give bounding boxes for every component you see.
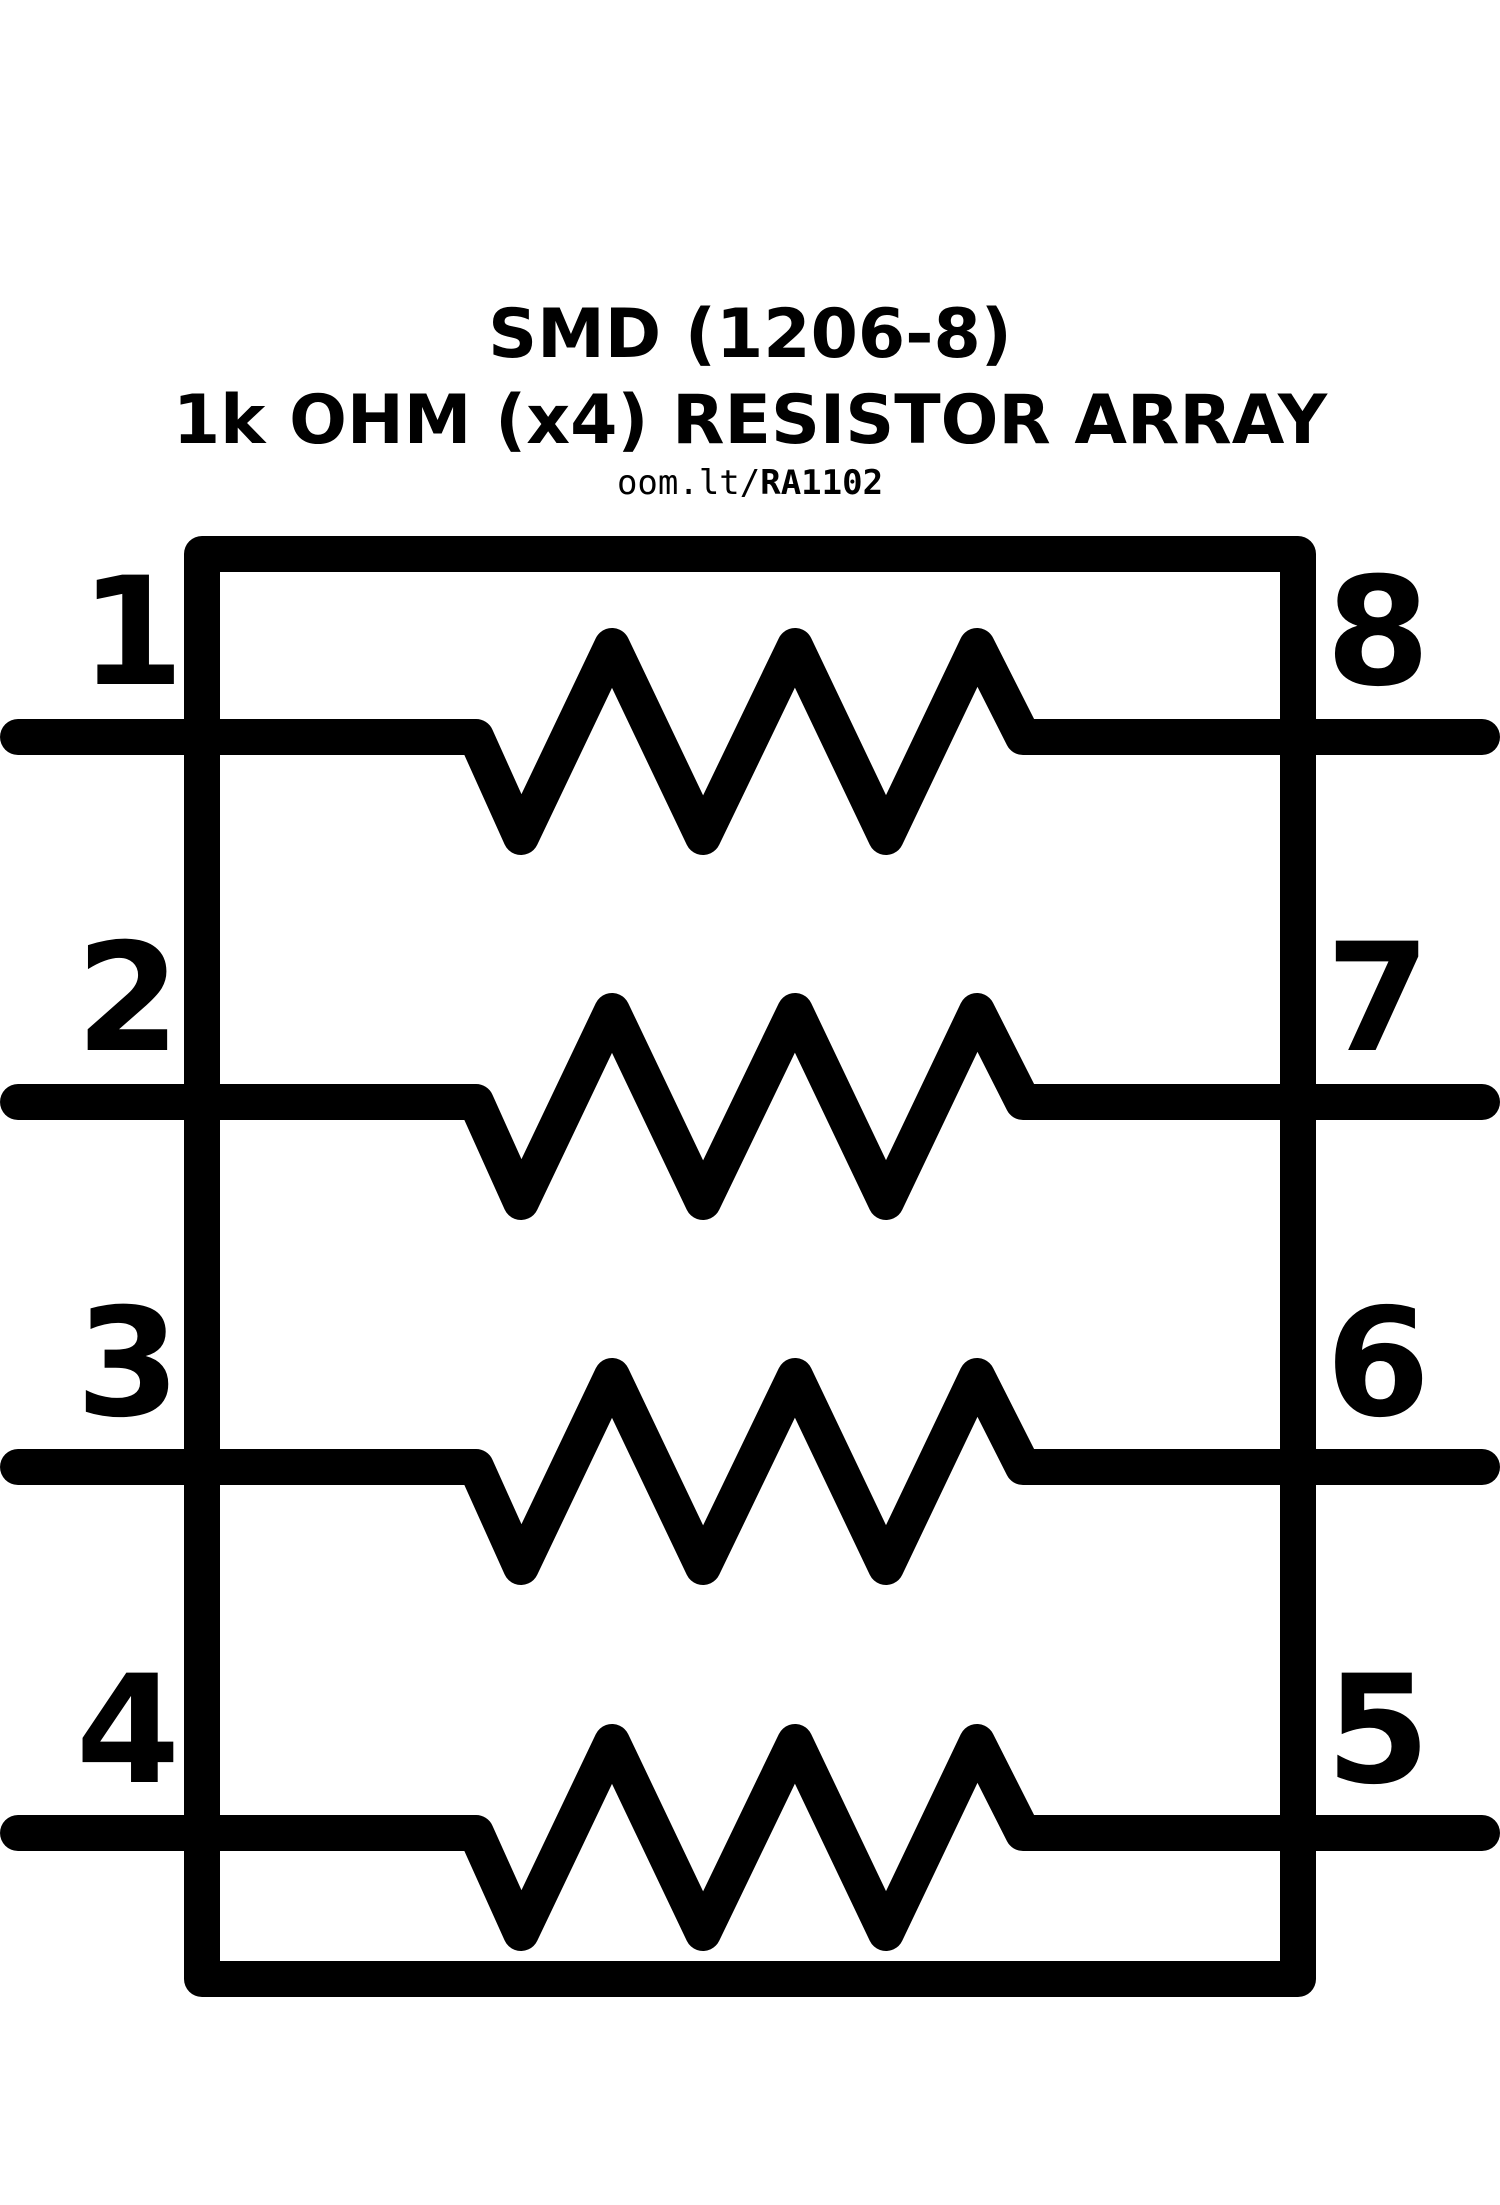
resistor-channels [0, 628, 1500, 1951]
pin-label-1: 1 [80, 546, 184, 720]
title-package: SMD (1206-8) [488, 295, 1012, 374]
pin-label-6: 6 [1326, 1277, 1430, 1451]
title-description: 1k OHM (x4) RESISTOR ARRAY [173, 381, 1328, 460]
pin-label-5: 5 [1326, 1644, 1430, 1818]
part-link: oom.lt/RA1102 [617, 463, 883, 503]
resistor-2 [184, 993, 1316, 1220]
pin-label-7: 7 [1326, 912, 1430, 1086]
part-link-prefix: oom.lt/ [617, 463, 760, 503]
pin-label-2: 2 [76, 912, 180, 1086]
component-body [184, 536, 1316, 1997]
part-link-code: RA1102 [760, 463, 883, 503]
pin-labels-left: 1 2 3 4 [76, 546, 184, 1818]
pin-labels-right: 8 7 6 5 [1326, 546, 1430, 1818]
pin-label-4: 4 [76, 1644, 180, 1818]
resistor-1 [184, 628, 1316, 855]
resistor-4 [184, 1724, 1316, 1951]
pin-label-3: 3 [76, 1277, 180, 1451]
pin-label-8: 8 [1326, 546, 1430, 720]
resistor-3 [184, 1358, 1316, 1585]
